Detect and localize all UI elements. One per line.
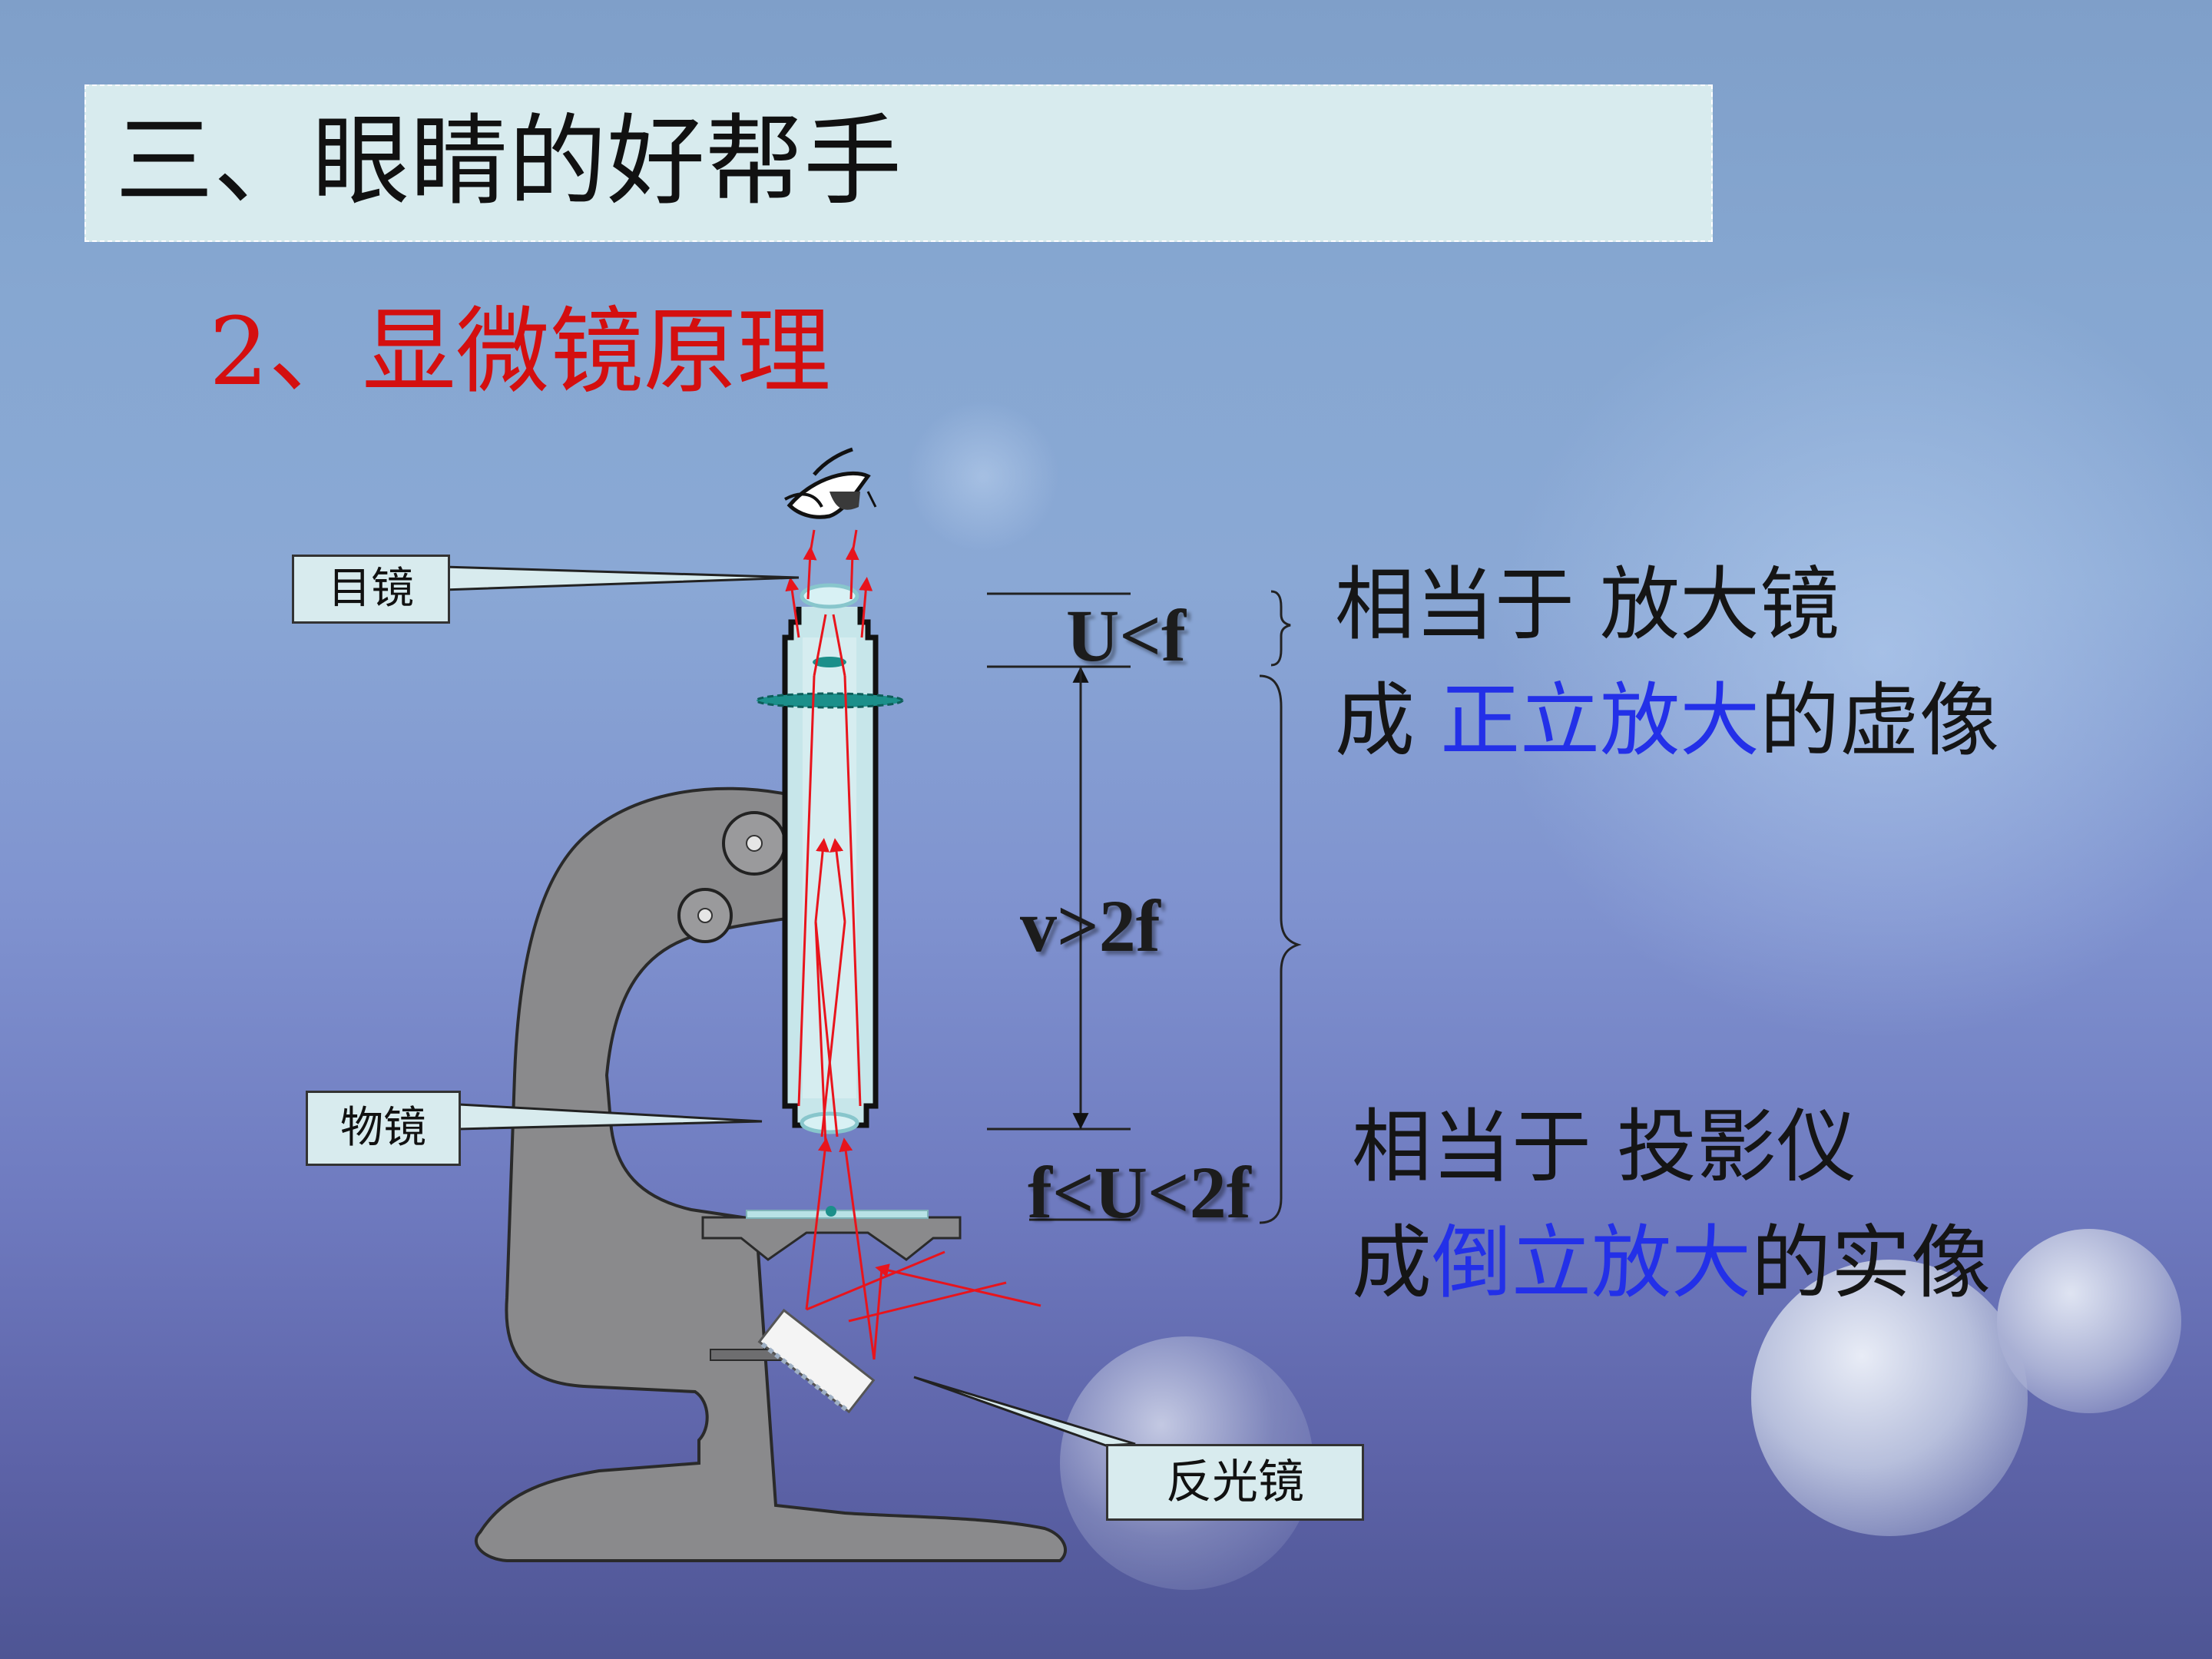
eyepiece-desc-line1: 相当于 放大镜 (1335, 558, 1840, 651)
diaphragm-ring (755, 692, 904, 709)
objective-callout: 物镜 (306, 1091, 461, 1166)
eyepiece-desc-prefix: 成 (1335, 673, 1441, 767)
section-subtitle: 2、显微镜原理 (209, 297, 831, 406)
objective-desc-highlight: 倒立放大 (1432, 1215, 1752, 1310)
eyepiece-desc-line2: 成 正立放大的虚像 (1335, 663, 1999, 779)
objective-condition: f<U<2f (1028, 1151, 1251, 1233)
objective-desc-line1: 相当于 投影仪 (1352, 1100, 1857, 1194)
eyepiece-desc-highlight: 正立放大 (1440, 673, 1760, 767)
eyepiece-desc-suffix: 的虚像 (1760, 673, 2000, 767)
eyepiece-label: 目镜 (328, 564, 414, 614)
eye-icon (784, 447, 877, 519)
eyepiece-lens (800, 583, 859, 609)
reflector-mirror (757, 1308, 876, 1414)
objective-desc-line2: 成倒立放大的实像 (1352, 1205, 1991, 1321)
mirror-label: 反光镜 (1166, 1455, 1304, 1509)
mirror-callout: 反光镜 (1106, 1444, 1364, 1521)
eyepiece-condition: U<f (1066, 594, 1186, 677)
dimension-lines (987, 590, 1302, 1224)
objective-desc-prefix: 成 (1352, 1215, 1432, 1310)
objective-label: 物镜 (340, 1103, 426, 1153)
eyepiece-description: 相当于 放大镜 成 正立放大的虚像 (1335, 547, 1999, 779)
slide-glass (746, 1210, 929, 1219)
objective-desc-suffix: 的实像 (1751, 1215, 1992, 1310)
image-distance-condition: v>2f (1020, 885, 1161, 967)
callout-pointers (442, 565, 1136, 1447)
objective-lens (800, 1111, 859, 1134)
specimen (826, 1206, 836, 1217)
light-rays (785, 529, 1041, 1360)
eyepiece-callout: 目镜 (292, 555, 450, 624)
title-bar: 三、眼睛的好帮手 (84, 84, 1713, 242)
objective-description: 相当于 投影仪 成倒立放大的实像 (1352, 1089, 1991, 1321)
microscope-arm-body (474, 786, 1068, 1562)
page-title: 三、眼睛的好帮手 (115, 104, 902, 219)
stage (701, 1216, 962, 1261)
